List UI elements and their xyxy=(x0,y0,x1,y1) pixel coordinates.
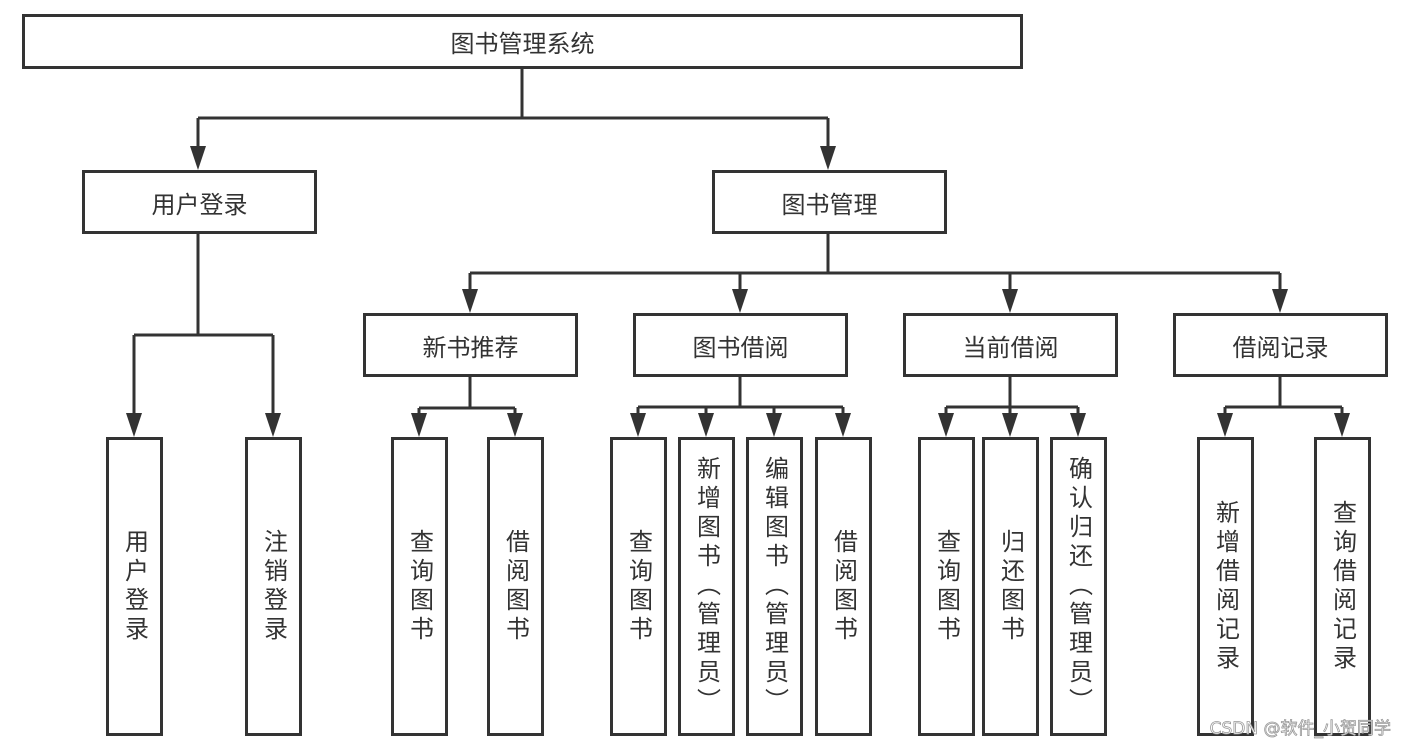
node-label: 查询图书 xyxy=(932,528,961,645)
arrow-head-icon xyxy=(462,289,478,313)
root-label: 图书管理系统 xyxy=(450,30,595,58)
arrow-head-icon xyxy=(630,413,646,437)
node-label: 查询借阅记录 xyxy=(1328,499,1357,674)
arrow-head-icon xyxy=(126,413,142,437)
leaf-node: 编辑图书（管理员） xyxy=(746,437,803,736)
arrow-head-icon xyxy=(411,413,427,437)
arrow-head-icon xyxy=(835,413,851,437)
leaf-node: 归还图书 xyxy=(982,437,1039,736)
node-label: 注销登录 xyxy=(259,528,288,645)
arrow-head-icon xyxy=(190,146,206,170)
node-label: 图书借阅 xyxy=(692,333,789,362)
arrow-head-icon xyxy=(938,413,954,437)
arrow-head-icon xyxy=(732,289,748,313)
node-label: 借阅图书 xyxy=(829,528,858,645)
arrow-head-icon xyxy=(820,146,836,170)
level2-node: 图书借阅 xyxy=(633,313,848,377)
arrow-head-icon xyxy=(766,413,782,437)
arrow-head-icon xyxy=(1002,289,1018,313)
node-label: 新增图书（管理员） xyxy=(692,456,721,717)
arrow-head-icon xyxy=(698,413,714,437)
leaf-node: 借阅图书 xyxy=(815,437,872,736)
node-user-login: 用户登录 xyxy=(82,170,317,234)
node-book-management: 图书管理 xyxy=(712,170,947,234)
leaf-node: 查询图书 xyxy=(610,437,667,736)
node-label: 用户登录 xyxy=(120,528,149,645)
leaf-node: 新增借阅记录 xyxy=(1197,437,1254,736)
arrow-head-icon xyxy=(507,413,523,437)
leaf-node: 查询借阅记录 xyxy=(1314,437,1371,736)
leaf-node: 查询图书 xyxy=(918,437,975,736)
leaf-node: 查询图书 xyxy=(391,437,448,736)
level2-node: 当前借阅 xyxy=(903,313,1118,377)
node-label: 新书推荐 xyxy=(422,333,519,362)
arrow-head-icon xyxy=(1217,413,1233,437)
leaf-node: 新增图书（管理员） xyxy=(678,437,735,736)
node-label: 归还图书 xyxy=(996,528,1025,645)
node-label: 借阅记录 xyxy=(1232,333,1329,362)
leaf-node: 确认归还（管理员） xyxy=(1050,437,1107,736)
watermark: CSDN @软件_小贺同学 xyxy=(1209,719,1391,740)
node-label: 当前借阅 xyxy=(962,333,1059,362)
node-label: 查询图书 xyxy=(624,528,653,645)
arrow-head-icon xyxy=(1334,413,1350,437)
arrow-head-icon xyxy=(1272,289,1288,313)
arrow-head-icon xyxy=(1002,413,1018,437)
leaf-node: 用户登录 xyxy=(106,437,163,736)
leaf-node: 注销登录 xyxy=(245,437,302,736)
leaf-node: 借阅图书 xyxy=(487,437,544,736)
node-label: 用户登录 xyxy=(151,190,248,219)
node-label: 编辑图书（管理员） xyxy=(760,456,789,717)
node-label: 图书管理 xyxy=(781,190,878,219)
level2-node: 新书推荐 xyxy=(363,313,578,377)
node-label: 新增借阅记录 xyxy=(1211,499,1240,674)
arrow-head-icon xyxy=(1070,413,1086,437)
node-label: 查询图书 xyxy=(405,528,434,645)
root-node: 图书管理系统 xyxy=(22,14,1023,69)
level2-node: 借阅记录 xyxy=(1173,313,1388,377)
node-label: 借阅图书 xyxy=(501,528,530,645)
node-label: 确认归还（管理员） xyxy=(1064,456,1093,717)
arrow-head-icon xyxy=(265,413,281,437)
